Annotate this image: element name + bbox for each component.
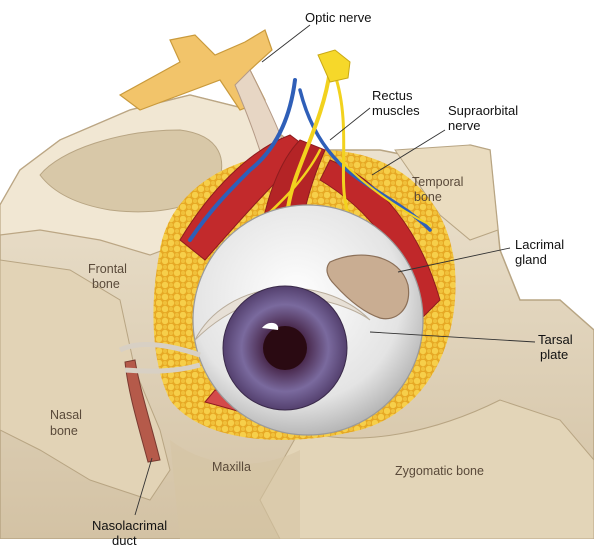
- label-temporal-bone-line2: bone: [414, 190, 442, 204]
- label-lacrimal-gland-line2: gland: [515, 252, 547, 267]
- lacrimal-gland: [326, 254, 410, 320]
- label-optic-nerve: Optic nerve: [305, 10, 372, 25]
- label-frontal-bone-line1: Frontal: [88, 262, 127, 276]
- nasolacrimal-apparatus: [118, 342, 201, 463]
- label-lacrimal-gland-line1: Lacrimal: [515, 237, 565, 252]
- label-tarsal-plate-line2: plate: [540, 347, 569, 362]
- label-nasolacrimal-duct-line2: duct: [112, 533, 137, 548]
- label-tarsal-plate-line1: Tarsal: [538, 332, 573, 347]
- label-supraorbital-nerve-line2: nerve: [448, 118, 481, 133]
- label-nasolacrimal-duct-line1: Nasolacrimal: [92, 518, 168, 533]
- label-temporal-bone-line1: Temporal: [412, 175, 464, 189]
- label-maxilla: Maxilla: [212, 460, 251, 474]
- label-supraorbital-nerve-line1: Supraorbital: [448, 103, 519, 118]
- label-nasal-bone-line1: Nasal: [50, 408, 82, 422]
- iris-highlight: [262, 322, 279, 330]
- label-frontal-bone-line2: bone: [92, 277, 120, 291]
- upper-eyelid: [194, 287, 371, 341]
- leader-lines: [134, 24, 536, 516]
- nerve-stump: [317, 49, 351, 83]
- label-nasal-bone-line2: bone: [50, 424, 78, 438]
- label-zygomatic-bone: Zygomatic bone: [395, 464, 484, 478]
- label-rectus-muscles-line2: muscles: [372, 103, 420, 118]
- label-rectus-muscles-line1: Rectus: [372, 88, 413, 103]
- pupil: [263, 326, 307, 370]
